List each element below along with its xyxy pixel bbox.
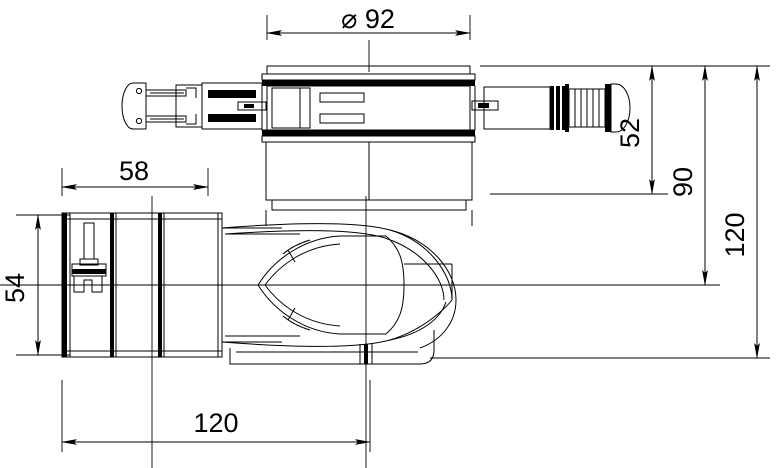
side-view-assembly (61, 210, 473, 365)
view-link-lines (265, 210, 473, 226)
outlet-spigot (471, 83, 631, 133)
dimension-label-hgt-52: 52 (615, 118, 645, 148)
dimension-label-len-120-bottom: 120 (193, 408, 238, 438)
motor-body (266, 85, 471, 131)
motor-housing-flange (261, 65, 476, 143)
trap-elbow (221, 223, 457, 349)
dimension-len-120-bottom (61, 380, 371, 452)
top-view-assembly (121, 65, 631, 211)
dimension-hgt-54 (16, 214, 70, 356)
dimension-label-len-58: 58 (119, 156, 149, 186)
dimension-label-dia-92: ⌀ 92 (341, 4, 395, 34)
dimension-dia-92 (266, 15, 471, 40)
extension-lines (430, 65, 770, 359)
cable-connector (121, 82, 267, 130)
dimension-len-58 (61, 168, 209, 196)
dimension-label-hgt-54: 54 (0, 273, 30, 303)
dimension-label-hgt-90: 90 (668, 167, 698, 197)
motor-skirt (265, 142, 473, 211)
dimension-label-hgt-120: 120 (720, 212, 750, 257)
